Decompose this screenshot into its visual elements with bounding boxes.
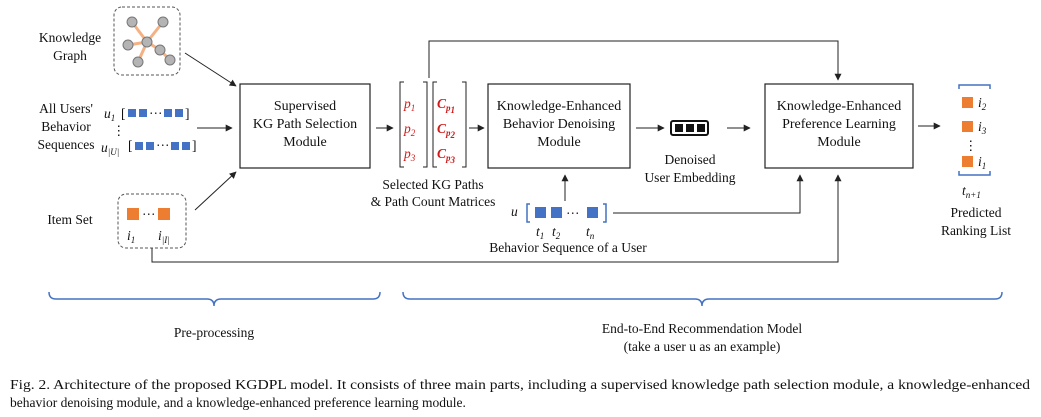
users-label-line2: Behavior (41, 119, 91, 134)
selection-module-line1: Supervised (274, 99, 336, 114)
arrow-sequence-to-preference (613, 174, 804, 214)
single-user-caption: Behavior Sequence of a User (489, 240, 647, 255)
selection-module-box (239, 83, 371, 169)
ranked-item-3: i1 (978, 154, 986, 171)
denoise-module-line2: Behavior Denoising (503, 117, 615, 132)
user-last-label: u|U| (101, 140, 119, 157)
path-2: p2 (403, 121, 416, 138)
users-vdots: ⋮ (112, 123, 126, 138)
ranking-label-line2: Ranking List (941, 223, 1011, 238)
arrow-items-to-preference (151, 174, 842, 263)
users-label-line1: All Users' (39, 101, 93, 116)
ranking-label-line1: Predicted (951, 205, 1002, 220)
count-matrix-bracket (432, 81, 467, 168)
preference-module-box (764, 83, 914, 169)
item-first-label: i1 (127, 228, 135, 245)
ranking-time-step: tn+1 (962, 183, 981, 200)
paths-bracket (399, 81, 428, 168)
svg-text:]: ] (192, 138, 197, 153)
user-first-label: u1 (104, 106, 115, 123)
time-step-n: tn (586, 224, 595, 241)
svg-text:⋮: ⋮ (964, 138, 978, 153)
svg-text:···: ··· (142, 207, 156, 222)
item-set-box: ··· (117, 193, 187, 249)
single-user-sequence: ··· (526, 203, 607, 223)
time-step-2: t2 (552, 224, 561, 241)
ranking-list: ⋮ (958, 84, 991, 176)
denoise-module-line1: Knowledge-Enhanced (497, 99, 621, 114)
preprocessing-label: Pre-processing (174, 325, 254, 340)
paths-caption-line1: Selected KG Paths (382, 177, 483, 192)
e2e-brace (402, 291, 1003, 307)
user-first-sequence: [ ··· ] (121, 106, 190, 121)
ranked-item-1: i2 (978, 95, 987, 112)
path-3: p3 (403, 146, 416, 163)
kg-label-line2: Graph (53, 48, 87, 63)
svg-text:[: [ (121, 106, 126, 121)
selection-module-line3: Module (283, 135, 327, 150)
user-embedding-icon (670, 120, 709, 136)
denoise-module-line3: Module (537, 135, 581, 150)
svg-text:···: ··· (566, 206, 580, 221)
preference-module-line1: Knowledge-Enhanced (777, 99, 901, 114)
count-matrix-3: Cp3 (437, 146, 456, 165)
paths-caption-line2: & Path Count Matrices (371, 194, 496, 209)
kg-label-line1: Knowledge (39, 30, 101, 45)
users-label-line3: Sequences (38, 137, 95, 152)
preference-module-line3: Module (817, 135, 861, 150)
figure-caption-line2: behavior denoising module, and a knowled… (10, 395, 466, 410)
e2e-label-line1: End-to-End Recommendation Model (602, 321, 802, 336)
svg-text:[: [ (128, 138, 133, 153)
preference-module-line2: Preference Learning (782, 117, 896, 132)
svg-text:···: ··· (156, 138, 170, 153)
count-matrix-2: Cp2 (437, 121, 456, 140)
svg-text:···: ··· (149, 106, 163, 121)
single-user-label: u (511, 204, 518, 219)
e2e-label-line2: (take a user u as an example) (624, 339, 781, 354)
arrow-items-to-selection (194, 171, 237, 211)
preprocessing-brace (48, 291, 381, 307)
arrow-kg-to-selection (184, 52, 237, 87)
embedding-label-line2: User Embedding (644, 170, 735, 185)
denoise-module-box (487, 83, 631, 169)
selection-module-line2: KG Path Selection (253, 117, 357, 132)
embedding-label-line1: Denoised (665, 152, 716, 167)
user-last-sequence: [ ··· ] (128, 138, 197, 153)
knowledge-graph-icon (113, 6, 181, 76)
path-1: p1 (403, 96, 415, 113)
time-step-1: t1 (536, 224, 544, 241)
count-matrix-1: Cp1 (437, 96, 455, 115)
arrow-paths-to-preference (428, 40, 842, 81)
svg-text:]: ] (185, 106, 190, 121)
figure-caption-line1: Fig. 2. Architecture of the proposed KGD… (10, 377, 1030, 392)
ranked-item-2: i3 (978, 119, 987, 136)
item-last-label: i|I| (158, 228, 170, 245)
itemset-label: Item Set (47, 212, 93, 227)
